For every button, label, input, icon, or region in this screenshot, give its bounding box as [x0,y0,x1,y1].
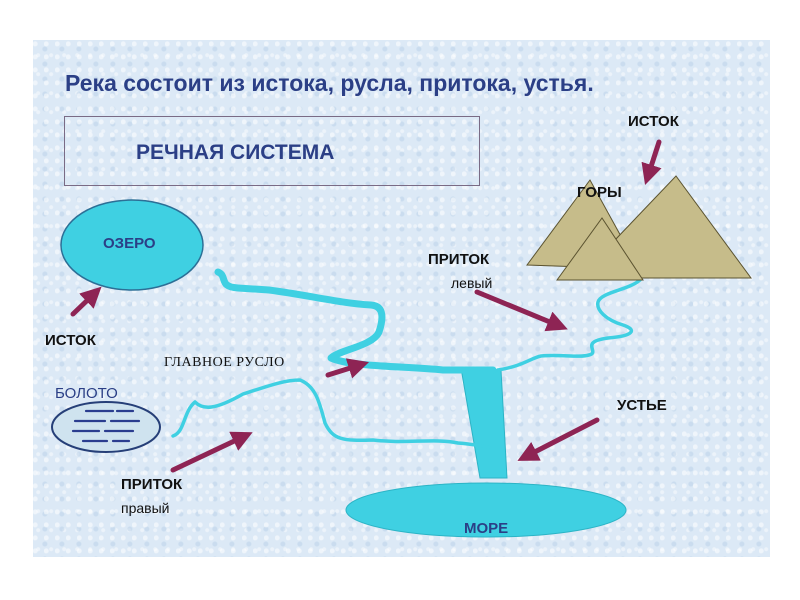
swamp [51,401,161,453]
swamp-label: БОЛОТО [55,385,118,402]
arrow-source-left [70,286,102,317]
mouth-label: УСТЬЕ [617,397,667,414]
system-label: РЕЧНАЯ СИСТЕМА [136,141,335,164]
arrow-source-top [641,139,662,185]
tributary-right-sublabel: правый [121,500,170,516]
mountain-front [556,217,644,281]
system-title-box [64,116,480,186]
slide: Река состоит из истока, русла, притока, … [33,40,770,557]
mountain-big [614,175,752,279]
arrow-tributary-left [474,289,568,332]
pointer-arrows [70,139,662,473]
main-channel-thin [216,270,240,290]
main-channel-label: ГЛАВНОЕ РУСЛО [164,355,285,370]
arrow-main-channel [325,358,370,379]
tributary-left-sublabel: левый [451,275,493,291]
mountains [526,175,752,281]
sea-label: МОРЕ [464,520,509,537]
river-system-diagram [51,139,752,538]
arrow-tributary-right [170,431,253,473]
swamp-water-lines [71,409,141,443]
source-left-label: ИСТОК [45,332,96,349]
mountains-label: ГОРЫ [577,184,622,201]
tributary-right-label: ПРИТОК [121,476,183,493]
lake-label: ОЗЕРО [103,235,156,252]
tributary-left-label: ПРИТОК [428,251,490,268]
arrow-mouth [517,417,600,461]
source-top-label: ИСТОК [628,113,679,130]
left-tributary [496,278,642,372]
sea [345,482,627,538]
main-channel-trunk [460,367,508,479]
right-tributary [171,378,491,449]
lake [60,199,204,291]
page-title: Река состоит из истока, русла, притока, … [65,70,594,96]
